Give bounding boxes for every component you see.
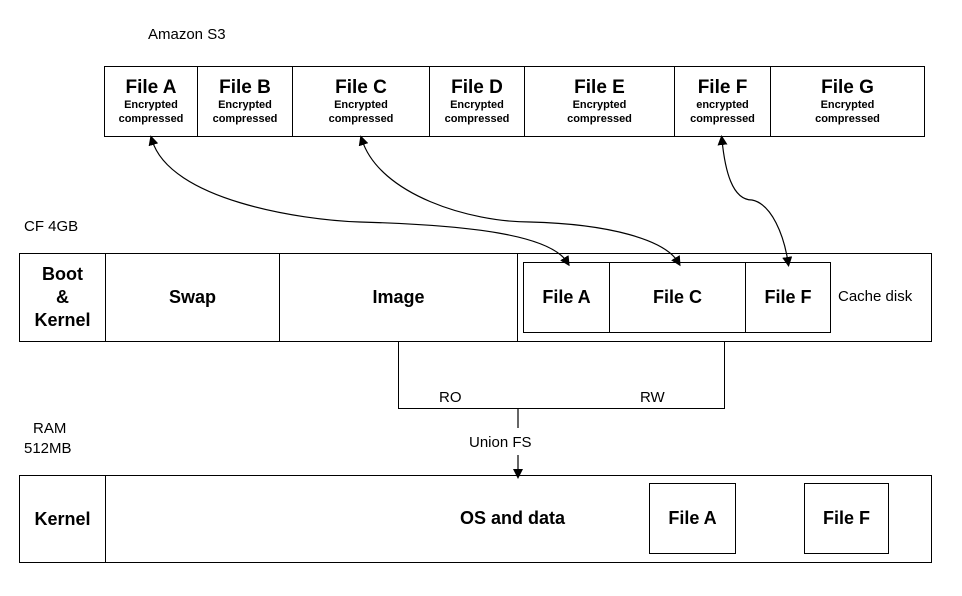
os-data-label: OS and data	[460, 508, 566, 528]
s3-file-attr: compressed	[690, 113, 755, 125]
ram-os-data[interactable]: OS and data File A File F	[106, 476, 931, 562]
s3-file-e[interactable]: File E Encrypted compressed	[525, 67, 675, 136]
cache-file-name: File A	[542, 287, 591, 307]
s3-file-name: File B	[219, 77, 271, 98]
ram-file-name: File A	[668, 508, 717, 528]
s3-file-name: File D	[451, 77, 503, 98]
ro-label: RO	[439, 389, 462, 406]
ram-storage: Kernel OS and data File A File F	[19, 475, 932, 563]
s3-file-name: File G	[821, 77, 874, 98]
cf-storage: Boot & Kernel Swap Image File A File C F…	[19, 253, 932, 342]
rw-label: RW	[640, 389, 665, 406]
cache-files: File A File C File F	[523, 262, 831, 333]
swap-label: Swap	[168, 287, 216, 307]
s3-file-c[interactable]: File C Encrypted compressed	[293, 67, 430, 136]
s3-file-attr: Encrypted	[334, 99, 388, 111]
boot-label: Boot	[42, 264, 83, 284]
link-file-c-arrow	[358, 135, 681, 267]
cache-file-c[interactable]: File C	[610, 263, 746, 332]
s3-file-name: File C	[335, 77, 387, 98]
s3-file-attr: compressed	[328, 113, 394, 125]
s3-file-attr: Encrypted	[124, 99, 178, 111]
cache-file-name: File F	[764, 287, 812, 307]
ram-file-f[interactable]: File F	[804, 483, 889, 554]
union-fs-label: Union FS	[469, 434, 532, 451]
s3-file-d[interactable]: File D Encrypted compressed	[430, 67, 525, 136]
s3-file-attr: compressed	[444, 113, 510, 125]
ram-size-label: 512MB	[24, 440, 72, 457]
ram-kernel[interactable]: Kernel	[20, 476, 106, 562]
cf-image[interactable]: Image	[280, 254, 518, 341]
link-file-a-arrow	[148, 135, 570, 267]
ampersand-label: &	[56, 287, 69, 307]
s3-file-g[interactable]: File G Encrypted compressed	[771, 67, 924, 136]
cache-file-name: File C	[652, 287, 702, 307]
s3-file-attr: compressed	[567, 113, 632, 125]
s3-file-attr: Encrypted	[450, 99, 504, 111]
s3-file-attr: compressed	[815, 113, 880, 125]
s3-file-name: File F	[697, 77, 748, 98]
kernel-label: Kernel	[34, 310, 91, 330]
s3-file-attr: Encrypted	[218, 99, 272, 111]
link-file-f-arrow	[717, 135, 793, 267]
cf-boot-kernel[interactable]: Boot & Kernel	[20, 254, 106, 341]
s3-file-attr: compressed	[118, 113, 184, 125]
s3-storage: File A Encrypted compressed File B Encry…	[104, 66, 925, 137]
union-bracket	[398, 342, 725, 409]
s3-file-a[interactable]: File A Encrypted compressed	[105, 67, 198, 136]
s3-file-f[interactable]: File F encrypted compressed	[675, 67, 771, 136]
s3-file-attr: Encrypted	[820, 99, 875, 111]
ram-kernel-label: Kernel	[34, 508, 91, 529]
ram-file-name: File F	[822, 508, 870, 528]
cf-label: CF 4GB	[24, 218, 79, 235]
s3-label: Amazon S3	[148, 26, 226, 43]
cache-file-a[interactable]: File A	[524, 263, 610, 332]
s3-file-name: File A	[125, 77, 177, 98]
cf-swap[interactable]: Swap	[106, 254, 280, 341]
ram-label: RAM	[33, 420, 67, 437]
s3-file-b[interactable]: File B Encrypted compressed	[198, 67, 293, 136]
image-label: Image	[372, 287, 425, 307]
cf-cache-disk[interactable]: File A File C File F Cache disk	[518, 254, 931, 341]
s3-file-attr: encrypted	[696, 99, 749, 111]
s3-file-name: File E	[574, 77, 625, 98]
ram-file-a[interactable]: File A	[649, 483, 736, 554]
s3-file-attr: compressed	[212, 113, 278, 125]
s3-file-attr: Encrypted	[572, 99, 627, 111]
cache-file-f[interactable]: File F	[746, 263, 830, 332]
cache-disk-label: Cache disk	[838, 288, 913, 305]
